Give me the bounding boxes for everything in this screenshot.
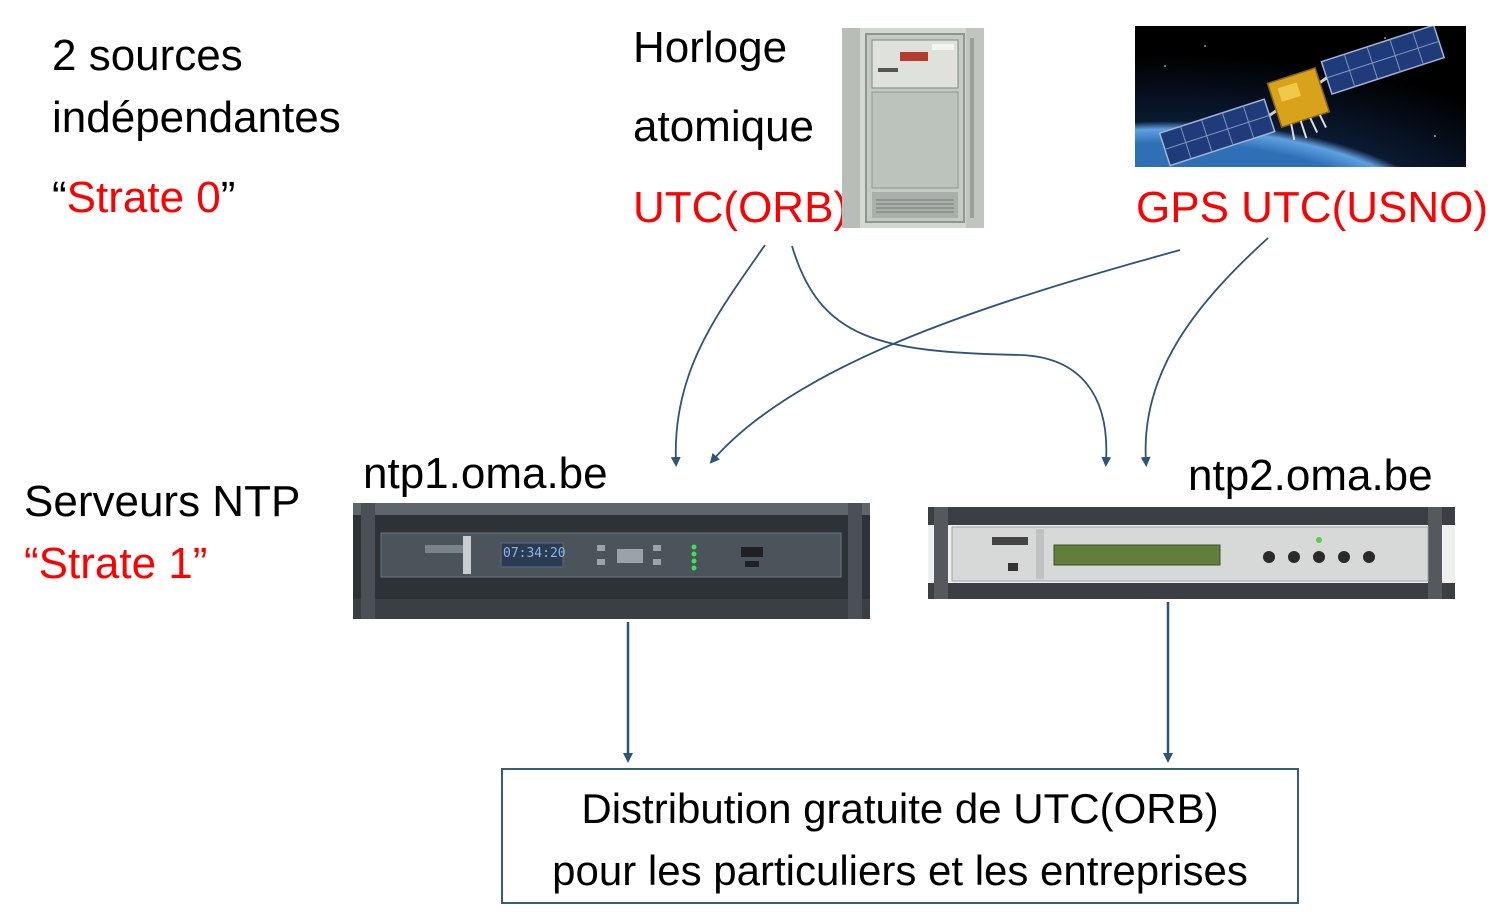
stratum0-label: “Strate 0” xyxy=(52,172,235,225)
satellite-icon xyxy=(1135,26,1466,167)
distribution-line2: pour les particuliers et les entreprises xyxy=(552,847,1248,894)
distribution-box: Distribution gratuite de UTC(ORB) pour l… xyxy=(501,768,1299,904)
ntp1-server-image: 07:34:20 xyxy=(353,503,870,619)
atomic-clock-image xyxy=(842,28,984,228)
arrow-orb-to-ntp1 xyxy=(670,244,766,467)
ntp1-hostname: ntp1.oma.be xyxy=(363,449,608,498)
atomic-clock-cabinet-icon xyxy=(842,28,984,228)
ntp2-rack-server-icon xyxy=(928,507,1455,599)
atomic-clock-line2: atomique xyxy=(633,102,815,151)
ntp2-server-image xyxy=(928,507,1455,599)
ntp2-hostname: ntp2.oma.be xyxy=(1188,451,1433,500)
atomic-clock-source: UTC(ORB) xyxy=(633,183,849,232)
gps-satellite-image xyxy=(1135,26,1466,167)
stratum0-name: Strate 0 xyxy=(66,173,221,222)
stratum1-label: “Strate 1” xyxy=(24,539,208,588)
ntp1-clock-display: 07:34:20 xyxy=(503,546,566,561)
distribution-line1: Distribution gratuite de UTC(ORB) xyxy=(581,785,1219,832)
quote-open: “ xyxy=(52,173,67,222)
arrow-gps-to-ntp2 xyxy=(1140,237,1269,467)
ntp1-rack-server-icon xyxy=(353,503,870,619)
stratum0-line2: indépendantes xyxy=(52,93,341,142)
quote-close: ” xyxy=(220,173,236,222)
stratum0-line1: 2 sources xyxy=(52,31,243,80)
atomic-clock-line1: Horloge xyxy=(633,23,788,72)
arrow-gps-to-ntp1 xyxy=(709,249,1181,464)
gps-source: GPS UTC(USNO) xyxy=(1136,183,1488,232)
arrow-orb-to-ntp2 xyxy=(791,245,1112,467)
stratum1-title: Serveurs NTP xyxy=(24,477,301,526)
